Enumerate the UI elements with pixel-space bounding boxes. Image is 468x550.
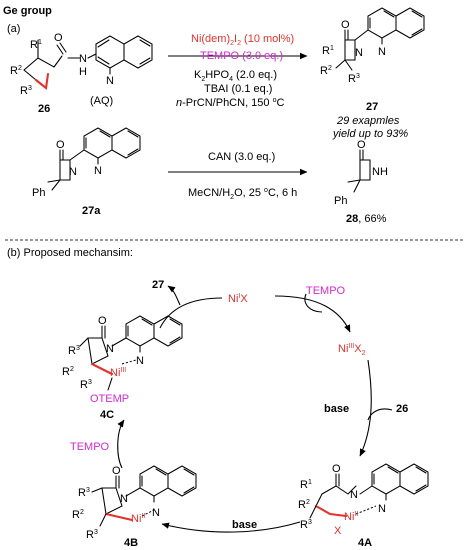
base-bottom-label: base [232,519,257,531]
compound-26-label: 26 [38,103,50,115]
c4b-ni: NiII [131,513,145,525]
c4b-r3a: R3 [78,487,90,499]
deprot-solvent-text: MeCN/H2O, 25 oC, 6 h [188,187,297,201]
cycle-arrow-right [359,359,372,457]
intermediate-4A: O N N NiII X R1 R2 R3 4A [298,463,429,549]
intermediate-4C: O N N NiIII OTEMP R3 R2 R3 4C [62,315,183,421]
c4a-r2: R2 [298,499,310,511]
aq-label: (AQ) [90,95,113,107]
c4a-ni: NiII [344,511,358,523]
c4a-n2: N [378,503,386,515]
c4a-r1: R1 [300,479,312,491]
c4a-r3: R3 [300,519,312,531]
intermediate-4B: O N N NiII R3 R2 R3 4B [72,465,197,549]
part-b-label: (b) Proposed mechansim: [7,247,133,259]
output-27-label: 27 [152,279,164,291]
c28-ph: Ph [334,195,347,207]
c4c-ni: NiIII [110,367,126,379]
c4b-n: N [120,493,128,505]
c4c-n: N [106,343,114,355]
c4b-o: O [112,465,121,477]
catalyst-text: Ni(dem)2I2 (10 mol%) [191,33,294,47]
product-27: O N N R1 R2 R3 27 [320,7,425,113]
c27a-n: N [69,166,77,178]
compound-27a-label: 27a [82,205,101,217]
intermediate-4A-label: 4A [358,537,372,549]
c4c-r3b: R3 [80,379,92,391]
part-a-label: (a) [7,23,20,35]
tempo-in-curve [304,293,323,313]
tempo-text: TEMPO (3.0 eq.) [200,50,283,62]
ni3-species: NiIIIX2 [338,343,366,357]
c4b-r2: R2 [72,509,84,521]
intermediate-4C-label: 4C [100,409,114,421]
p27-o: O [341,19,350,31]
c28-nh: NH [372,166,388,178]
c4b-r3b: R3 [86,529,98,541]
compound-28-label: 28, 66% [346,213,387,225]
cycle-arrow-top-left [159,297,223,329]
tbai-text: TBAI (0.1 eq.) [204,83,272,95]
base-right-label: base [324,403,349,415]
c4a-n: N [350,489,358,501]
quinoline-n-label: N [106,75,114,87]
compound-27a: O N N Ph 27a [32,127,141,217]
cycle-arrow-left [117,419,125,469]
compound-27-label: 27 [366,101,378,113]
c27a-ph: Ph [32,187,45,199]
p27-n2: N [378,46,386,58]
amide-h-label: H [79,66,87,78]
input-26-curve [367,408,393,421]
cycle-arrow-bottom [161,521,301,533]
amide-n-label: N [79,53,87,65]
compound-28: O NH Ph 28, 66% [334,139,388,225]
intermediate-4B-label: 4B [124,537,138,549]
solvent-text: n-PrCN/PhCN, 150 oC [176,97,285,109]
c4c-r3a: R3 [68,345,80,357]
r1-label: R1 [30,39,42,51]
cycle-arrow-top-right [274,295,351,333]
r3-label: R3 [20,85,32,97]
input-26-label: 26 [396,403,408,415]
r2-label: R2 [10,65,22,77]
examples-note: 29 exapmles [336,115,400,127]
c4b-n2: N [152,507,160,519]
can-text: CAN (3.0 eq.) [208,151,275,163]
c4c-o: O [98,315,107,327]
p27-r2: R2 [320,65,332,77]
substrate-26: R1 R2 R3 O N H N 26 (AQ) [10,32,153,115]
o-label: O [54,32,63,44]
tempo-left-label: TEMPO [70,441,110,453]
tempo-top-label: TEMPO [306,285,346,297]
c4a-o: O [332,463,341,475]
p27-n: N [355,47,363,59]
base-cond-text: K2HPO4 (2.0 eq.) [194,69,277,83]
c4a-x: X [334,525,342,537]
p27-r3: R3 [348,73,360,85]
c28-o: O [357,139,366,151]
c4c-r2: R2 [62,366,74,378]
output-27-curve [167,285,181,306]
yield-note: yield up to 93% [332,128,408,140]
ni1-species: NiIX [228,293,248,305]
c4c-n2: N [136,355,144,367]
scheme-title: Ge group [3,5,52,17]
c27a-n2: N [94,165,102,177]
c4c-otemp: OTEMP [90,393,129,405]
c27a-o: O [56,139,65,151]
p27-r1: R1 [322,45,334,57]
